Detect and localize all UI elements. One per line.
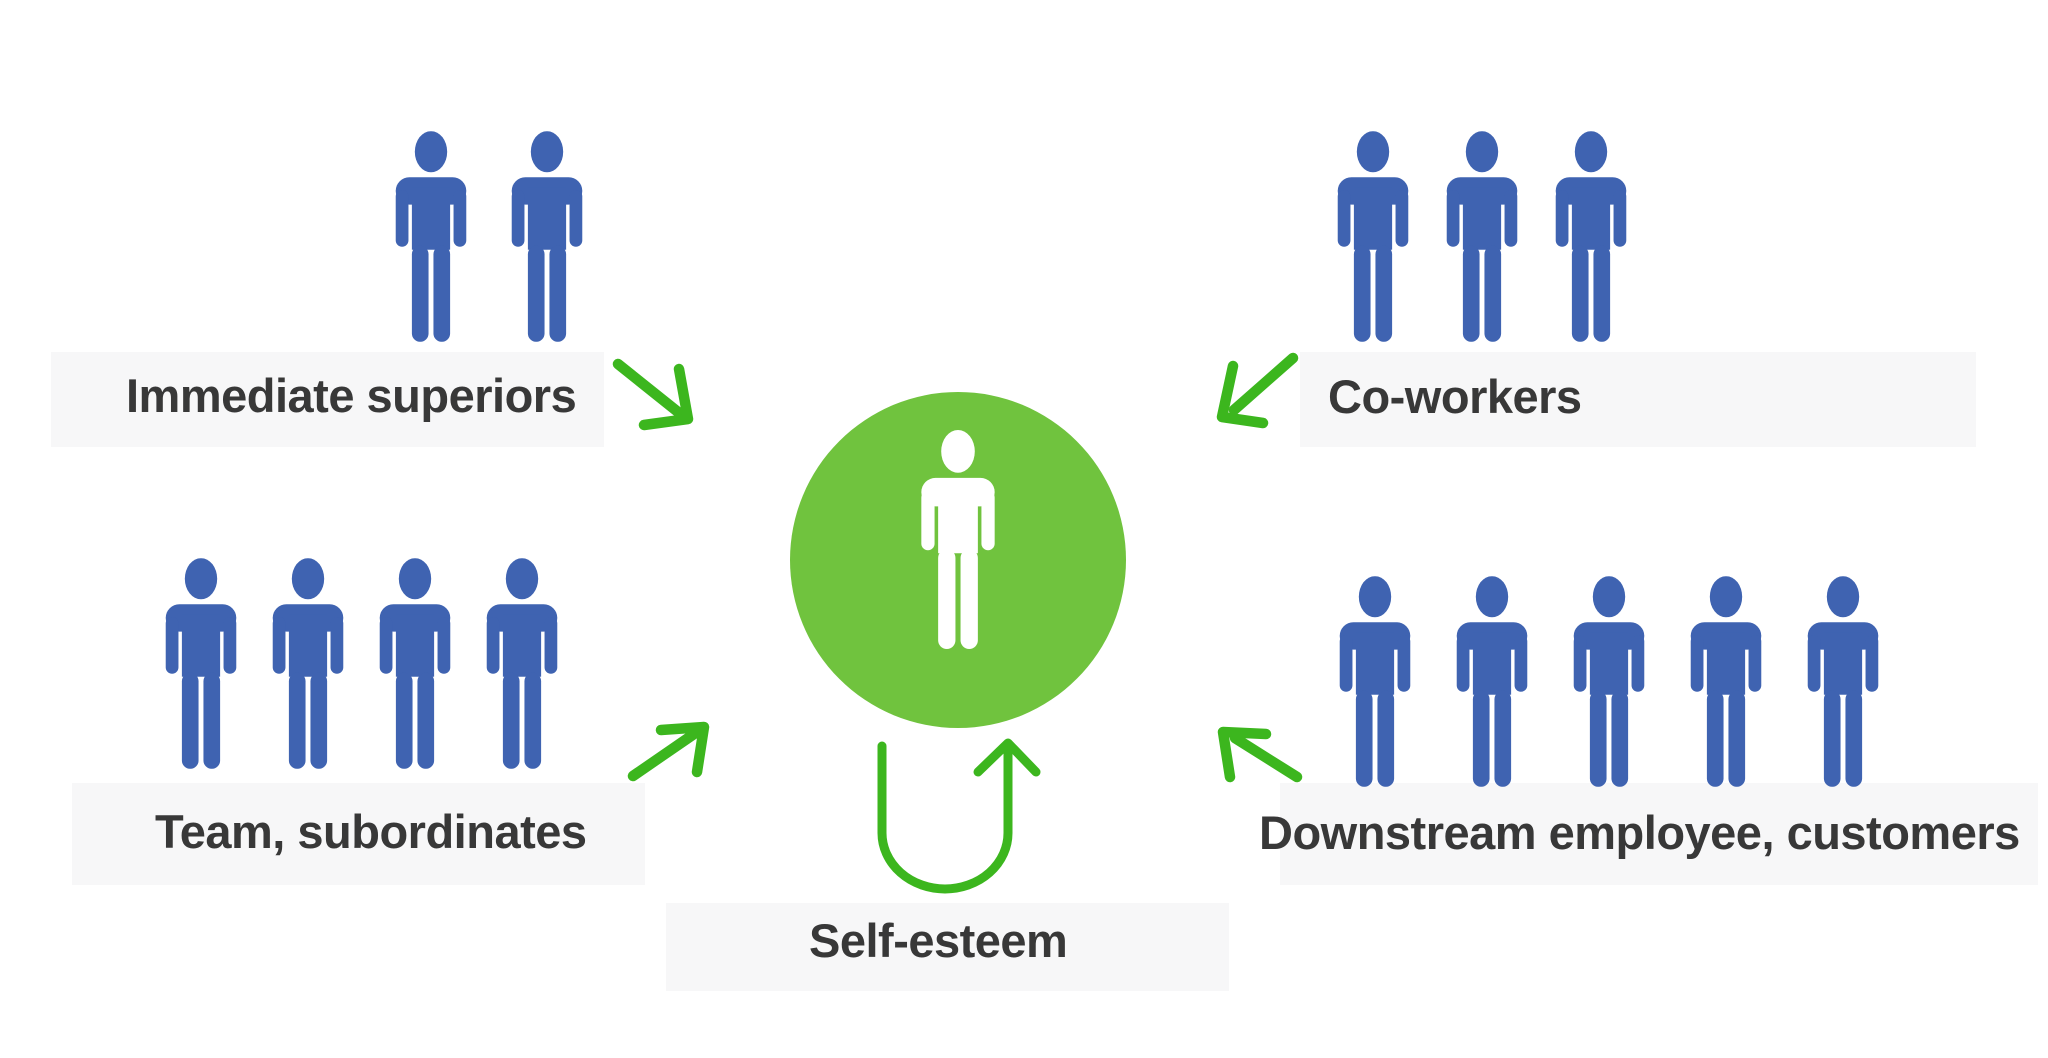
label-downstream: Downstream employee, customers bbox=[1259, 806, 2020, 859]
label-co-workers: Co-workers bbox=[1328, 370, 1582, 423]
label-background-immediate-superiors bbox=[51, 352, 604, 447]
label-background-team-subordinates bbox=[72, 783, 645, 885]
center-circle bbox=[790, 392, 1126, 728]
label-self-esteem: Self-esteem bbox=[809, 914, 1068, 967]
label-team-subordinates: Team, subordinates bbox=[155, 805, 587, 858]
label-background-downstream bbox=[1280, 783, 2038, 885]
label-immediate-superiors: Immediate superiors bbox=[126, 369, 577, 422]
arrow-co-workers-icon bbox=[1216, 352, 1299, 429]
arrow-team-subordinates-icon bbox=[627, 721, 710, 782]
arrow-immediate-superiors-icon bbox=[612, 358, 694, 431]
label-background-co-workers bbox=[1300, 352, 1976, 447]
arrow-downstream-icon bbox=[1217, 726, 1303, 783]
label-background-self-esteem bbox=[666, 903, 1229, 991]
self-esteem-loop-arrow-icon bbox=[877, 738, 1041, 894]
